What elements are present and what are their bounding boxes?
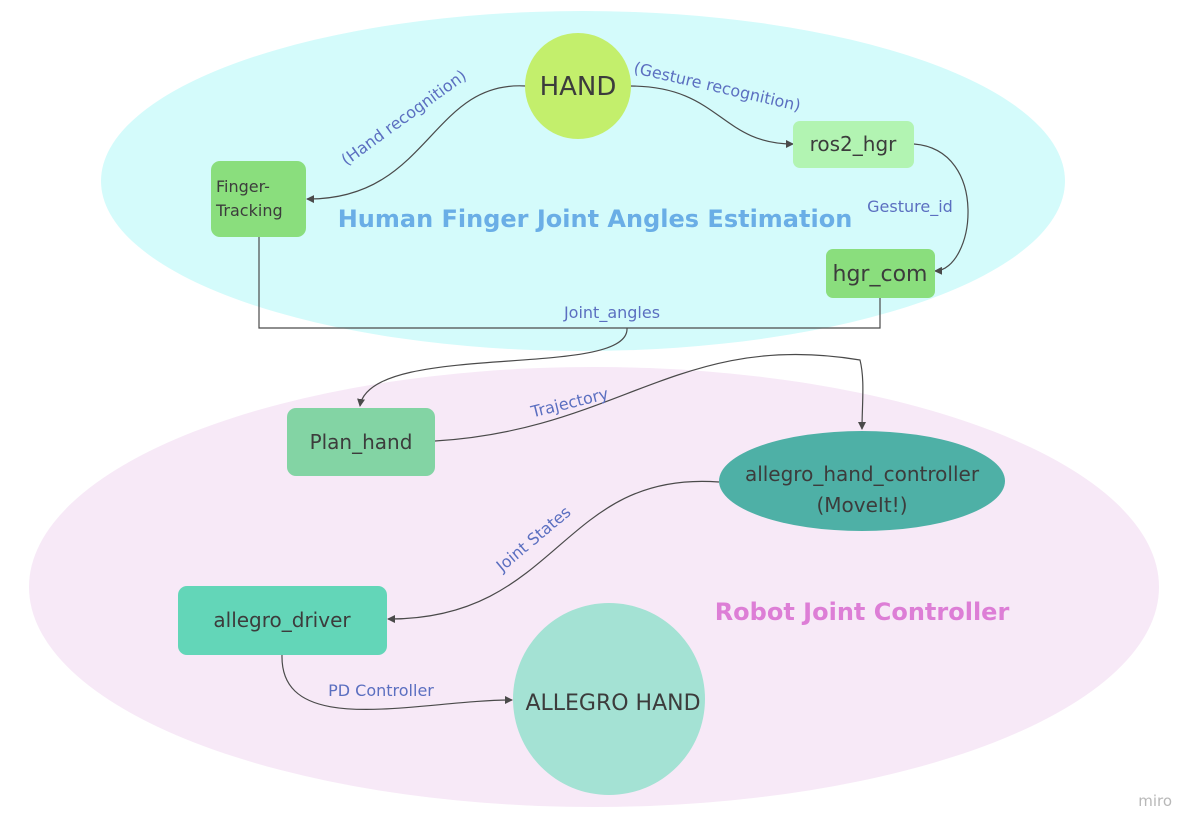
region-human-ellipse xyxy=(101,11,1065,351)
node-finger-tracking-label-2: Tracking xyxy=(215,201,283,220)
node-allegro-hand-controller-shape xyxy=(719,431,1005,531)
node-allegro-hand-controller[interactable]: allegro_hand_controller (MoveIt!) xyxy=(719,431,1005,531)
node-allegro-driver[interactable]: allegro_driver xyxy=(178,586,387,655)
node-ros2-hgr-label: ros2_hgr xyxy=(810,132,898,156)
node-hgr-com-shape xyxy=(826,249,935,298)
node-hgr-com[interactable]: hgr_com xyxy=(826,249,935,298)
label-gesture-id: Gesture_id xyxy=(867,197,953,217)
node-ros2-hgr[interactable]: ros2_hgr xyxy=(793,121,914,168)
label-joint-angles: Joint_angles xyxy=(563,303,660,323)
node-ros2-hgr-shape xyxy=(793,121,914,168)
node-finger-tracking-label-1: Finger- xyxy=(216,177,270,196)
node-hand-label: HAND xyxy=(540,72,617,102)
region-human-title: Human Finger Joint Angles Estimation xyxy=(338,205,853,233)
node-allegro-hand-controller-label-1: allegro_hand_controller xyxy=(745,462,980,486)
node-allegro-hand-controller-label-2: (MoveIt!) xyxy=(817,493,908,517)
edge-ros2-hgr-to-hgr-com xyxy=(913,143,969,275)
label-pd-controller: PD Controller xyxy=(328,681,434,700)
edge-hand-to-ros2-hgr xyxy=(629,85,794,148)
node-hand[interactable]: HAND xyxy=(525,33,631,139)
node-finger-tracking[interactable]: Finger- Tracking xyxy=(211,161,306,237)
node-allegro-hand-shape xyxy=(513,603,705,795)
edge-joint-angles-merge xyxy=(258,237,881,329)
edge-controller-to-driver xyxy=(387,480,720,624)
node-plan-hand-shape xyxy=(287,408,435,476)
edge-joint-angles-to-plan-hand xyxy=(357,327,628,407)
node-allegro-driver-shape xyxy=(178,586,387,655)
node-allegro-driver-label: allegro_driver xyxy=(213,608,351,632)
node-allegro-hand-label: ALLEGRO HAND xyxy=(525,691,700,716)
node-plan-hand[interactable]: Plan_hand xyxy=(287,408,435,476)
node-finger-tracking-shape xyxy=(211,161,306,237)
node-hand-shape xyxy=(525,33,631,139)
edge-trajectory-to-controller xyxy=(434,353,867,442)
edge-hand-to-finger-tracking xyxy=(306,85,527,204)
node-allegro-hand[interactable]: ALLEGRO HAND xyxy=(513,603,705,795)
miro-watermark: miro xyxy=(1138,792,1172,810)
edge-driver-to-allegro-hand xyxy=(281,654,513,710)
node-hgr-com-label: hgr_com xyxy=(833,262,928,287)
node-plan-hand-label: Plan_hand xyxy=(310,430,413,454)
region-robot-title: Robot Joint Controller xyxy=(715,598,1010,626)
